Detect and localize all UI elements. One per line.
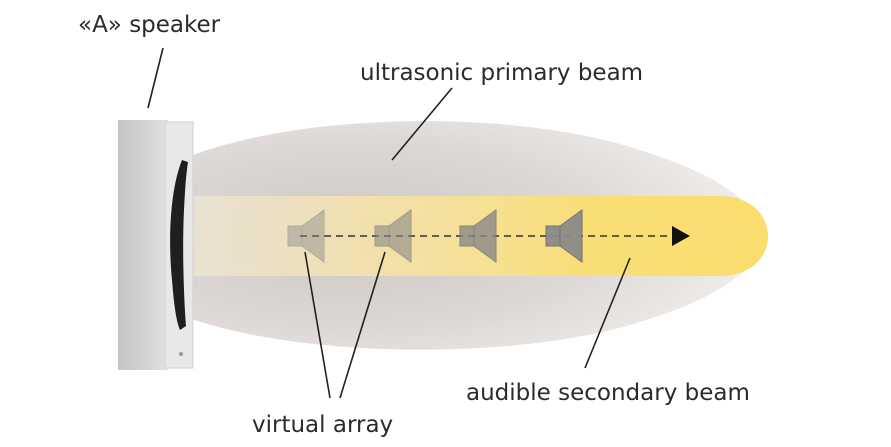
virtual-speaker-magnet	[459, 225, 475, 247]
virtual-speaker-magnet	[287, 225, 303, 247]
virtual-speaker-1	[287, 209, 325, 263]
virtual-array-leader-line-right	[339, 251, 386, 399]
a-speaker	[118, 120, 194, 370]
speaker-label: «A» speaker	[78, 12, 221, 38]
beam-direction-arrow-icon	[672, 226, 690, 246]
virtual-array-group	[287, 209, 583, 263]
primary-beam-leader-line	[391, 87, 453, 161]
primary-beam-label: ultrasonic primary beam	[360, 60, 643, 86]
virtual-speaker-cone	[301, 209, 325, 263]
virtual-array-leader-line-left	[304, 251, 331, 399]
virtual-speaker-cone	[388, 209, 412, 263]
speaker-side-panel	[118, 120, 168, 370]
virtual-speaker-3	[459, 209, 497, 263]
virtual-speaker-cone	[559, 209, 583, 263]
speaker-screw	[179, 352, 183, 356]
virtual-speaker-magnet	[545, 225, 561, 247]
virtual-speaker-cone	[473, 209, 497, 263]
secondary-beam-label: audible secondary beam	[466, 380, 750, 406]
virtual-speaker-4	[545, 209, 583, 263]
virtual-array-label: virtual array	[252, 412, 393, 438]
speaker-leader-line	[147, 47, 164, 109]
virtual-speaker-2	[374, 209, 412, 263]
speaker-driver	[170, 160, 188, 330]
virtual-speaker-magnet	[374, 225, 390, 247]
secondary-beam-leader-line	[584, 257, 631, 369]
